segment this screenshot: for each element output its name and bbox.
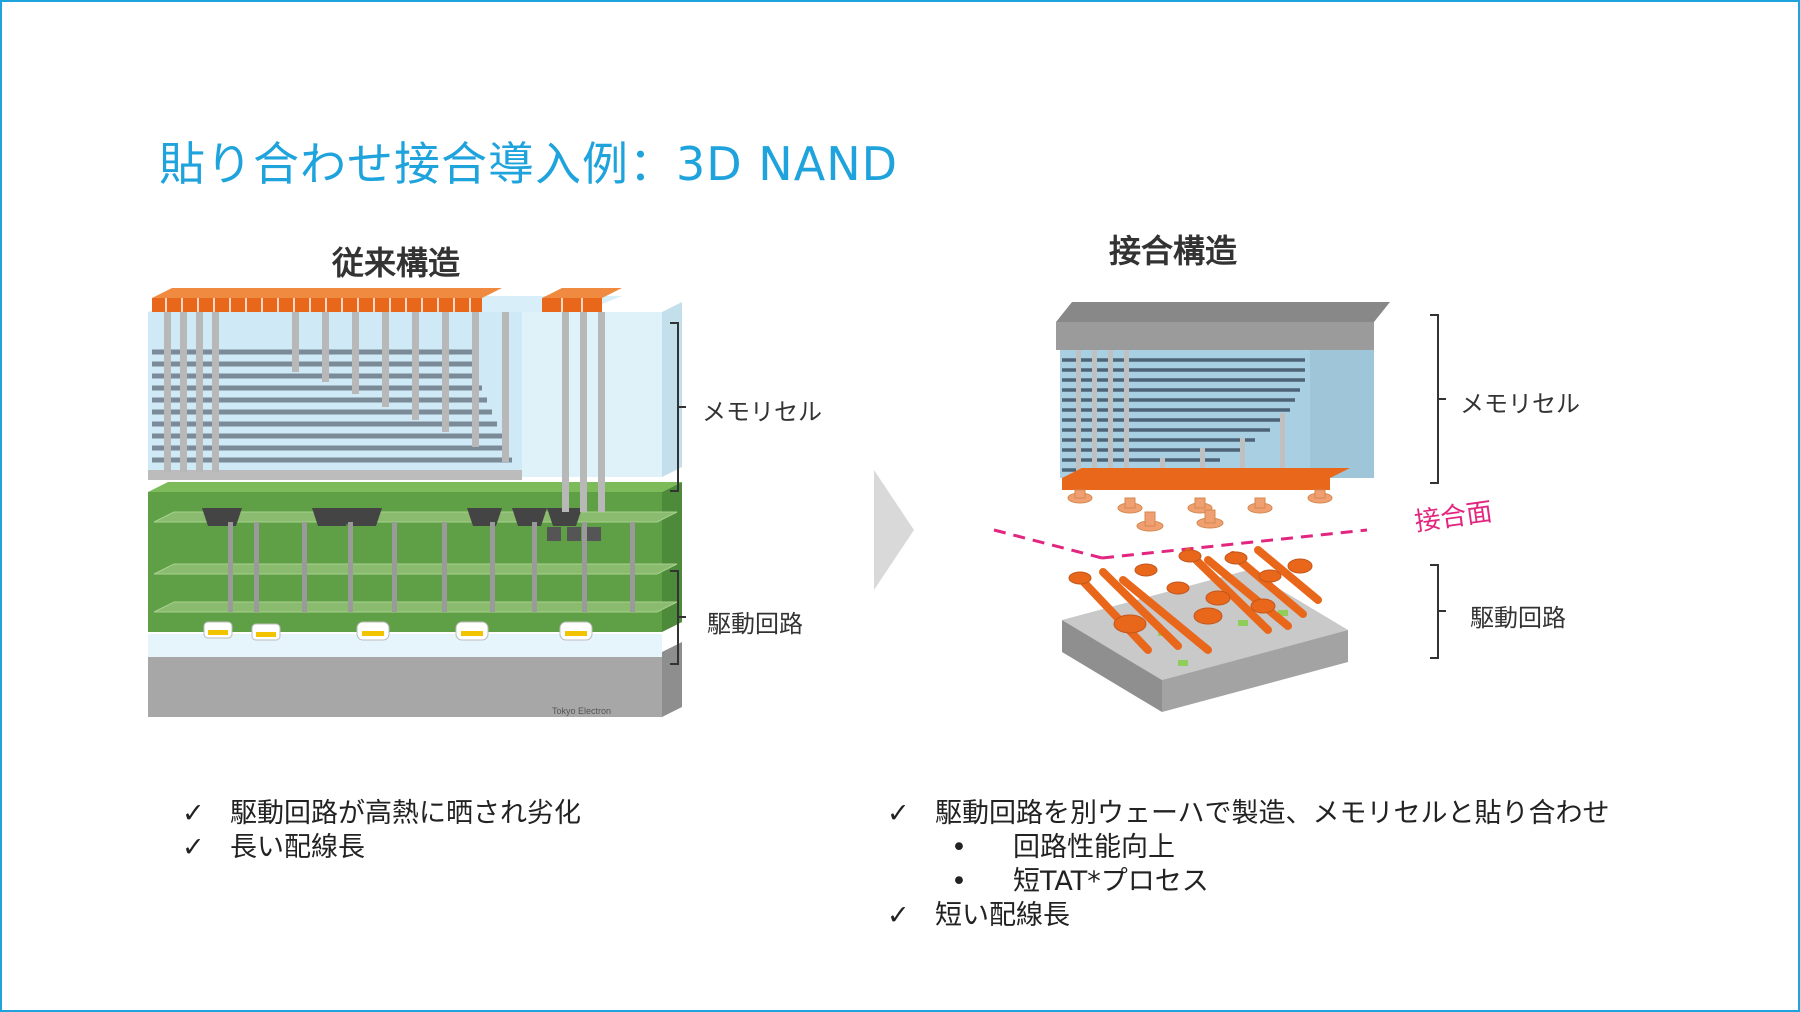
right-bullet-list: ✓ 駆動回路を別ウェーハで製造、メモリセルと貼り合わせ • 回路性能向上 • 短… (887, 797, 1609, 933)
left-bullet-1: ✓ 駆動回路が高熱に晒され劣化 (182, 797, 581, 831)
bonding-plane-label: 接合面 (1412, 497, 1495, 538)
right-bullet-1: ✓ 駆動回路を別ウェーハで製造、メモリセルと貼り合わせ (887, 797, 1609, 831)
left-bullet-2-text: 長い配線長 (230, 832, 365, 863)
check-icon: ✓ (182, 832, 205, 863)
left-circuit-label: 駆動回路 (707, 610, 803, 638)
chevron-right-icon (874, 470, 914, 590)
left-heading: 従来構造 (332, 244, 461, 282)
right-bullet-1-text: 駆動回路を別ウェーハで製造、メモリセルと貼り合わせ (935, 798, 1610, 829)
circuit-bracket-left (670, 570, 686, 665)
right-sub-bullet-1-text: 回路性能向上 (1013, 832, 1175, 863)
tokyo-electron-watermark: Tokyo Electron (552, 706, 611, 716)
right-heading: 接合構造 (1109, 232, 1238, 270)
slide-title: 貼り合わせ接合導入例：3D NAND (159, 137, 899, 191)
bullet-dot-icon: • (951, 866, 967, 897)
check-icon: ✓ (182, 798, 205, 829)
check-icon: ✓ (887, 900, 910, 931)
circuit-bracket-right (1430, 564, 1446, 659)
right-memory-label: メモリセル (1460, 390, 1580, 418)
right-sub-bullet-2-text: 短TAT*プロセス (1013, 866, 1209, 897)
right-sub-bullet-1: • 回路性能向上 (887, 831, 1609, 865)
left-bullet-2: ✓ 長い配線長 (182, 831, 581, 865)
right-bullet-2: ✓ 短い配線長 (887, 899, 1609, 933)
right-sub-bullet-2: • 短TAT*プロセス (887, 865, 1609, 899)
right-bullet-2-text: 短い配線長 (935, 900, 1070, 931)
memory-bracket-left (670, 322, 686, 492)
left-memory-label: メモリセル (702, 398, 822, 426)
conventional-structure-illustration: Tokyo Electron (148, 288, 682, 717)
left-bullet-list: ✓ 駆動回路が高熱に晒され劣化 ✓ 長い配線長 (182, 797, 581, 865)
bonded-circuit-illustration (1062, 546, 1348, 712)
bonded-memory-illustration (1056, 302, 1390, 532)
check-icon: ✓ (887, 798, 910, 829)
memory-bracket-right (1430, 314, 1446, 484)
left-bullet-1-text: 駆動回路が高熱に晒され劣化 (230, 798, 581, 829)
bullet-dot-icon: • (951, 832, 967, 863)
right-circuit-label: 駆動回路 (1470, 604, 1566, 632)
bonding-plane-line (993, 528, 1368, 560)
